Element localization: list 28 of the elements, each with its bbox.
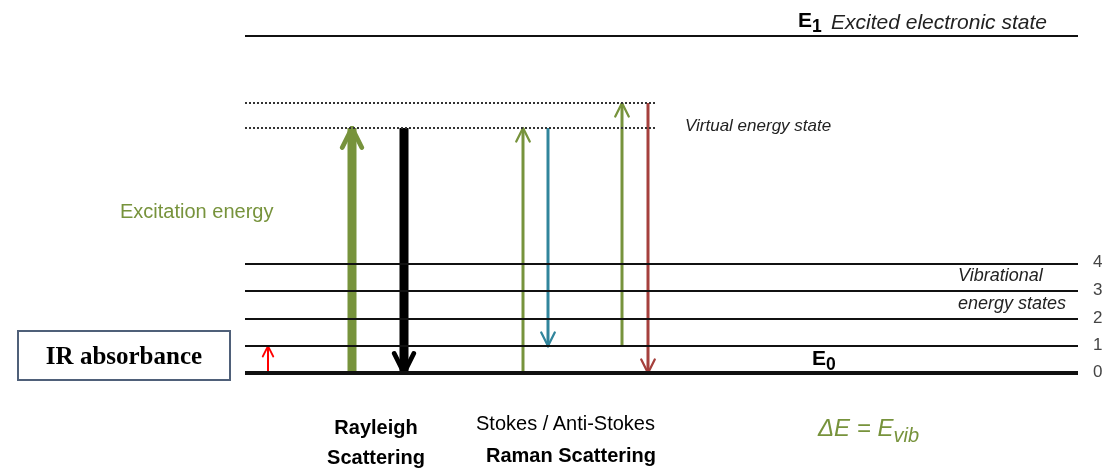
transition-arrow — [339, 125, 365, 373]
level-number: 2 — [1093, 308, 1103, 328]
transition-arrow — [515, 126, 531, 373]
energy-symbol: E$_{1}$ — [798, 8, 822, 38]
level-label: Virtual energy state — [685, 116, 832, 136]
process-label: Rayleigh Scattering — [326, 415, 426, 470]
virtual-level-line — [245, 102, 655, 104]
transition-arrow — [540, 128, 556, 348]
process-label: Stokes / Anti-Stokes — [476, 412, 655, 435]
axis-label: Excitation energy — [120, 200, 274, 223]
level-number: 0 — [1093, 362, 1103, 382]
formula: ΔE = E$_{vib}$ — [818, 414, 920, 447]
energy-level-line — [245, 263, 1078, 265]
transition-arrow — [261, 345, 275, 374]
energy-level-line — [245, 345, 1078, 347]
virtual-level-line — [245, 127, 655, 129]
level-number: 1 — [1093, 335, 1103, 355]
energy-level-line — [245, 290, 1078, 292]
energy-level-line — [245, 35, 1078, 37]
region-label: Vibrational energy states — [958, 264, 1068, 315]
process-label: Raman Scattering — [486, 444, 657, 467]
level-number: 3 — [1093, 280, 1103, 300]
text-box: IR absorbance — [17, 330, 231, 381]
transition-arrow — [614, 101, 630, 346]
energy-symbol: E$_{0}$ — [812, 346, 836, 376]
energy-level-line — [245, 318, 1078, 320]
level-label: Excited electronic state — [831, 10, 1047, 34]
level-number: 4 — [1093, 252, 1103, 272]
